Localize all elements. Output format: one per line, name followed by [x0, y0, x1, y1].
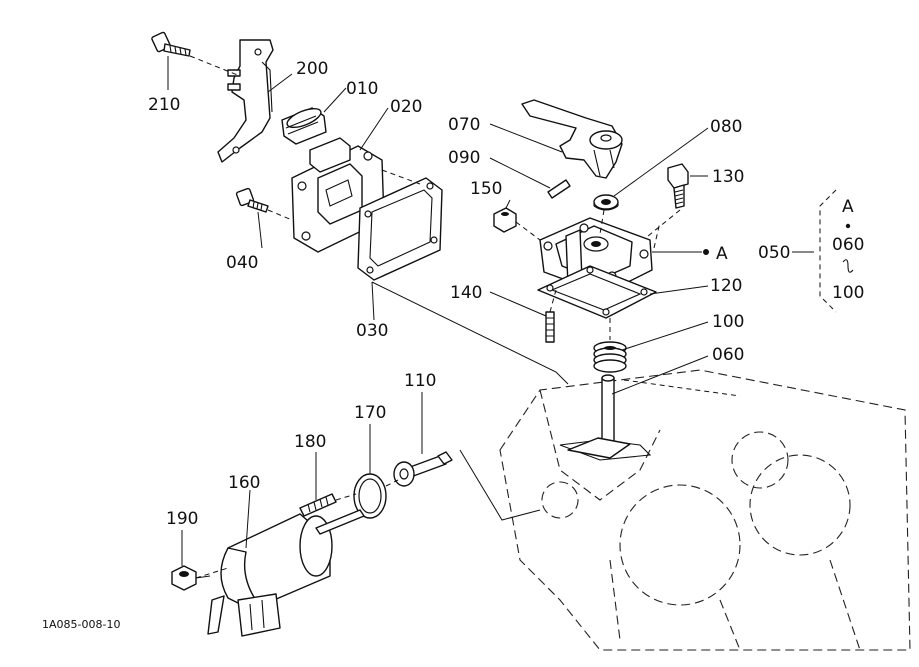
nut-150 — [493, 207, 517, 233]
label-030: 030 — [356, 321, 388, 341]
label-090: 090 — [448, 148, 480, 168]
plug-010 — [281, 107, 327, 145]
pin-090 — [547, 179, 571, 199]
kit-bracket — [819, 189, 854, 313]
kit-line-a: A — [842, 197, 854, 217]
label-140: 140 — [450, 283, 482, 303]
label-160: 160 — [228, 473, 260, 493]
label-180: 180 — [294, 432, 326, 452]
figure-code: 1A085-008-10 — [42, 618, 120, 631]
label-a: A — [716, 244, 728, 264]
solenoid-160 — [207, 509, 365, 637]
gasket-120 — [537, 265, 657, 319]
kit-line-060: 060 — [832, 235, 864, 255]
bolt-210 — [151, 31, 191, 57]
stud-180 — [299, 493, 337, 517]
nut-190 — [171, 565, 197, 591]
label-080: 080 — [710, 117, 742, 137]
label-100: 100 — [712, 312, 744, 332]
assembly-dashed-lines — [189, 55, 741, 579]
label-150: 150 — [470, 179, 502, 199]
label-190: 190 — [166, 509, 198, 529]
shaft-060 — [567, 374, 631, 459]
cover-020 — [291, 137, 385, 253]
part-labels: 210 200 010 020 040 030 070 090 080 130 … — [42, 59, 864, 631]
label-060: 060 — [712, 345, 744, 365]
shaft-110 — [393, 451, 453, 487]
gasket-030 — [357, 177, 443, 281]
label-070: 070 — [448, 115, 480, 135]
washer-080 — [593, 194, 619, 211]
stud-140 — [545, 311, 555, 343]
label-170: 170 — [354, 403, 386, 423]
label-050: 050 — [758, 243, 790, 263]
bolt-130 — [667, 163, 689, 209]
o-ring-170 — [353, 473, 387, 519]
label-010: 010 — [346, 79, 378, 99]
spring-100 — [593, 341, 627, 373]
label-020: 020 — [390, 97, 422, 117]
kit-line-100: 100 — [832, 283, 864, 303]
label-210: 210 — [148, 95, 180, 115]
label-110: 110 — [404, 371, 436, 391]
lever-070 — [521, 99, 623, 179]
bracket-200 — [217, 39, 274, 163]
engine-block-outline — [499, 369, 911, 651]
label-130: 130 — [712, 167, 744, 187]
bolt-040 — [235, 187, 269, 213]
leader-lines — [167, 56, 814, 579]
label-120: 120 — [710, 276, 742, 296]
label-200: 200 — [296, 59, 328, 79]
label-040: 040 — [226, 253, 258, 273]
callout-a-dot — [703, 249, 709, 255]
